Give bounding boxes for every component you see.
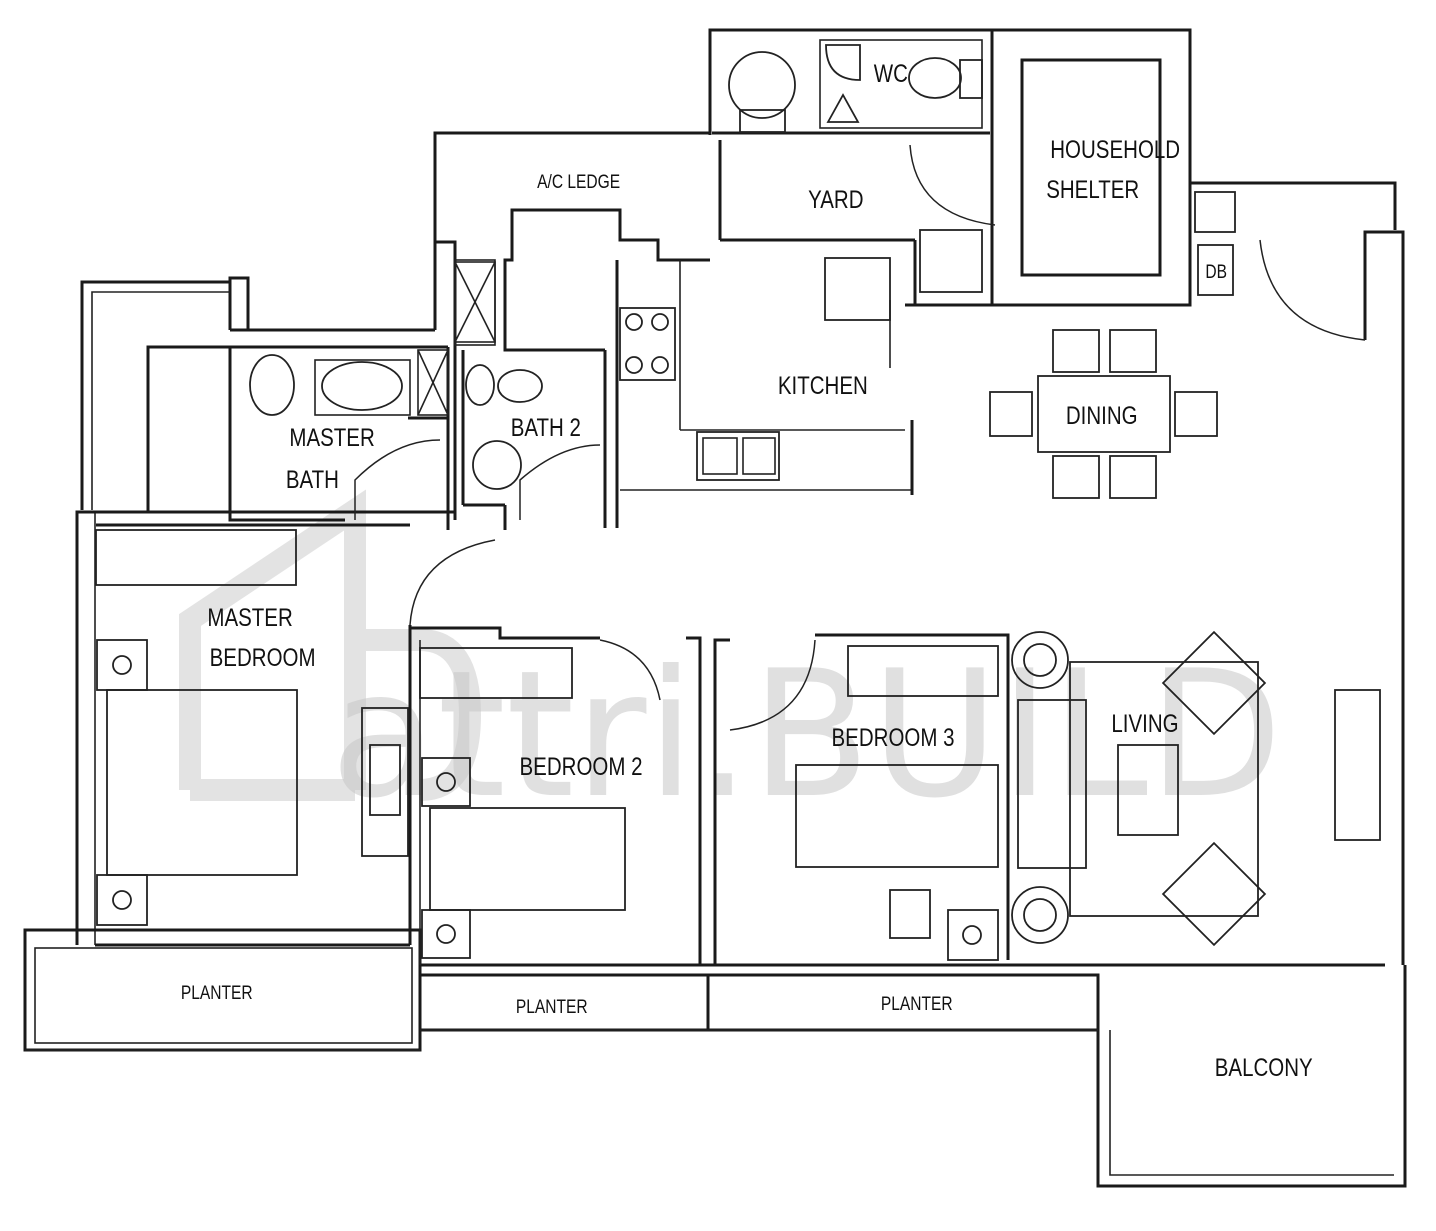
label-kitchen: KITCHEN: [778, 371, 868, 399]
label-master-bath-1: MASTER: [289, 423, 374, 451]
label-dining: DINING: [1066, 401, 1138, 429]
doors: [354, 144, 1366, 731]
interior-walls: [77, 30, 1162, 965]
label-balcony: BALCONY: [1215, 1053, 1313, 1081]
label-yard: YARD: [808, 185, 863, 213]
room-labels: WC HOUSEHOLD SHELTER A/C LEDGE YARD DB K…: [181, 59, 1313, 1081]
label-master-bedroom-1: MASTER: [207, 603, 292, 631]
label-bedroom-2: BEDROOM 2: [520, 752, 643, 780]
label-ac-ledge: A/C LEDGE: [537, 171, 620, 193]
label-household-shelter-1: HOUSEHOLD: [1050, 135, 1180, 163]
label-living: LIVING: [1111, 709, 1178, 737]
label-bath-2: BATH 2: [511, 413, 581, 441]
label-planter-3: PLANTER: [881, 993, 953, 1015]
label-db: DB: [1205, 261, 1227, 283]
watermark-logo: [179, 489, 482, 801]
label-bedroom-3: BEDROOM 3: [832, 723, 955, 751]
label-planter-1: PLANTER: [181, 982, 253, 1004]
label-planter-2: PLANTER: [516, 996, 588, 1018]
label-household-shelter-2: SHELTER: [1046, 175, 1139, 203]
label-master-bath-2: BATH: [286, 465, 339, 493]
label-wc: WC: [874, 59, 908, 87]
label-master-bedroom-2: BEDROOM: [210, 643, 316, 671]
fixtures: [95, 44, 1381, 961]
watermark-text: attri.BUILD: [330, 634, 1283, 837]
